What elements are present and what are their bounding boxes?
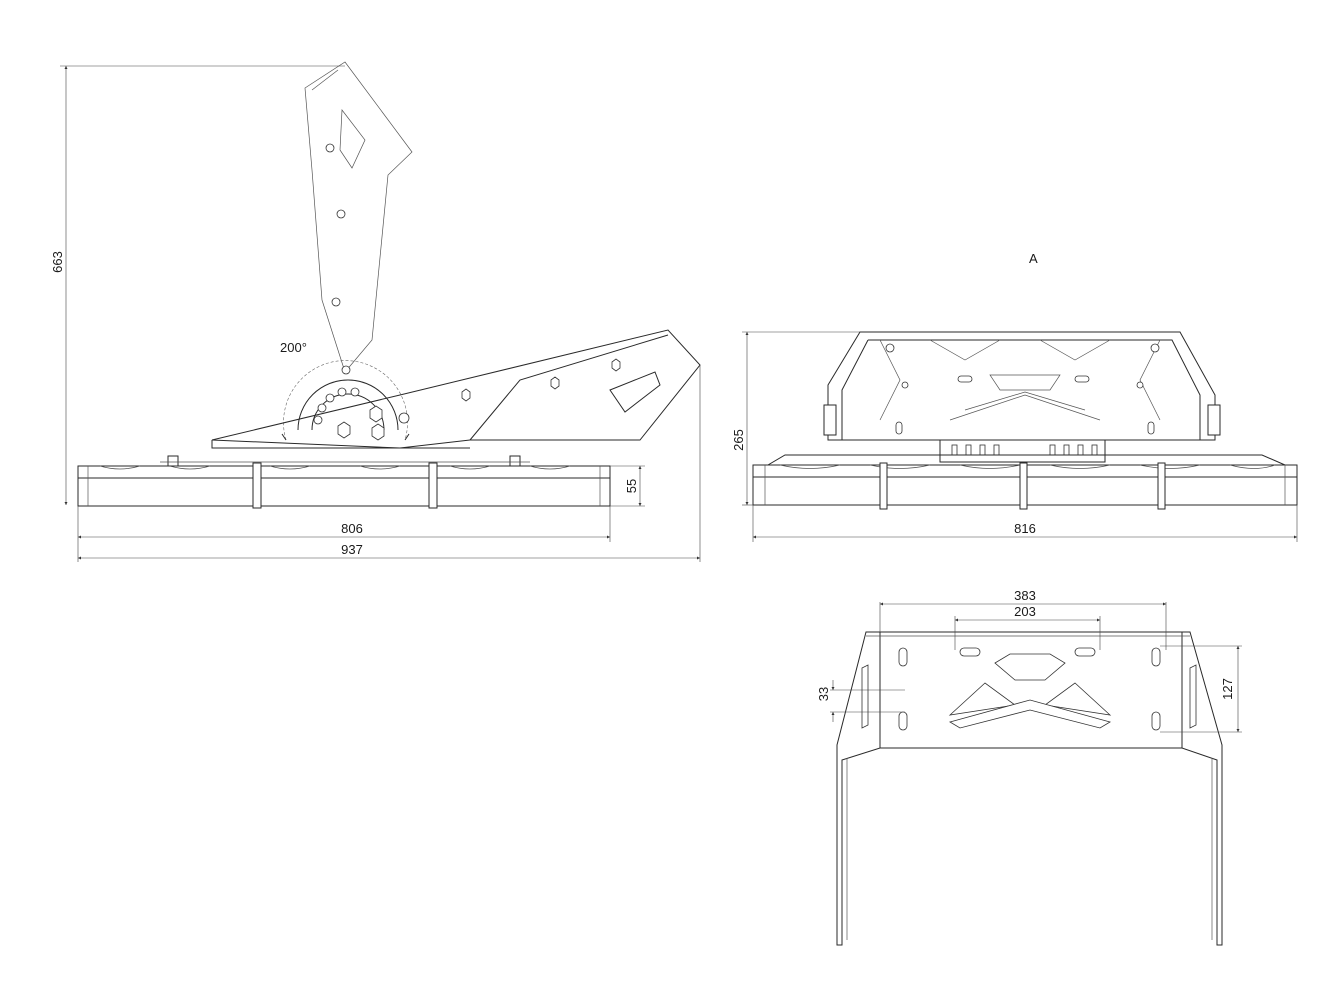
front-bracket <box>823 331 1221 441</box>
view-label-a: A <box>1029 251 1038 266</box>
bracket-plate <box>836 631 1223 946</box>
front-fixture-body <box>752 454 1298 510</box>
dim-55: 55 <box>624 479 639 493</box>
driver-box <box>939 439 1106 463</box>
dim-937: 937 <box>341 542 363 557</box>
front-view: A <box>731 251 1298 542</box>
lowered-bracket-arm <box>211 329 701 449</box>
hinge <box>297 379 410 441</box>
dim-inner-spacing: 203 <box>954 604 1101 650</box>
dim-overall-height: 663 <box>50 65 345 505</box>
dim-front-width: 816 <box>752 505 1298 542</box>
dim-806: 806 <box>341 521 363 536</box>
angle-arc <box>281 360 410 441</box>
dim-front-height: 265 <box>731 331 860 506</box>
dim-383: 383 <box>1014 588 1036 603</box>
dim-33: 33 <box>816 687 831 701</box>
dim-816: 816 <box>1014 521 1036 536</box>
side-view: 663 200° 55 806 937 <box>50 61 701 562</box>
dim-body-width: 806 <box>77 506 611 562</box>
dim-slot-length: 33 <box>816 680 905 722</box>
dim-127: 127 <box>1220 678 1235 700</box>
dim-slot-height: 127 <box>1160 645 1242 733</box>
dim-203: 203 <box>1014 604 1036 619</box>
bracket-detail-view: 383 203 33 127 <box>816 588 1242 946</box>
dim-overall-width: 937 <box>78 365 701 562</box>
dim-body-height: 55 <box>610 465 645 507</box>
dim-663: 663 <box>50 251 65 273</box>
dim-265: 265 <box>731 429 746 451</box>
side-fixture-body <box>77 455 611 509</box>
angle-label: 200° <box>280 340 307 355</box>
dim-outer-spacing: 383 <box>879 588 1167 650</box>
raised-bracket-arm <box>304 61 413 375</box>
